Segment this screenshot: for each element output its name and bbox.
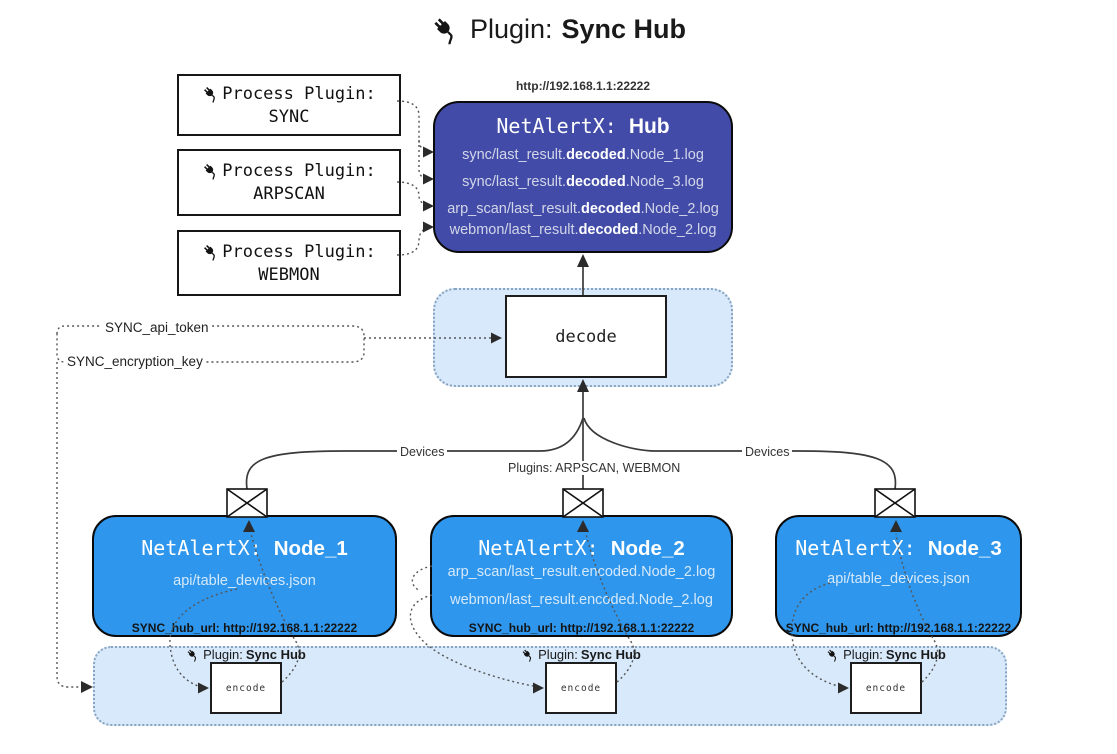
process-plugin-box-webmon: Process Plugin: WEBMON: [177, 230, 401, 296]
encode-box: encode: [850, 662, 922, 714]
sync-hub-url-label: SYNC_hub_url: http://192.168.1.1:22222: [131, 621, 358, 635]
sync-hub-url-label: SYNC_hub_url: http://192.168.1.1:22222: [785, 621, 1012, 635]
node-file-row: webmon/last_result.encoded.Node_2.log: [450, 592, 713, 608]
hub-file-row: sync/last_result.decoded.Node_1.log: [462, 147, 704, 163]
node-title: NetAlertX: Node_2: [478, 536, 685, 560]
process-plugin-box-sync: Process Plugin: SYNC: [177, 74, 401, 136]
hub-file-row: arp_scan/last_result.decoded.Node_2.log: [447, 201, 719, 217]
edge-label-devices-left: Devices: [397, 445, 448, 459]
edge-label-plugins: Plugins: ARPSCAN, WEBMON: [505, 461, 684, 475]
encode-box: encode: [545, 662, 617, 714]
key-label-encryption-key: SYNC_encryption_key: [64, 354, 206, 369]
node-title: NetAlertX: Node_1: [141, 536, 348, 560]
process-plugin-box-arpscan: Process Plugin: ARPSCAN: [177, 149, 401, 216]
encode-box: encode: [210, 662, 282, 714]
node-box-node-2: NetAlertX: Node_2 arp_scan/last_result.e…: [430, 515, 733, 637]
plug-icon: [521, 648, 535, 662]
sync-hub-url-label: SYNC_hub_url: http://192.168.1.1:22222: [468, 621, 695, 635]
plug-icon: [202, 243, 220, 261]
node-file-row: api/table_devices.json: [827, 571, 970, 587]
envelope-icon: [226, 488, 268, 518]
process-plugin-name: SYNC: [268, 106, 310, 127]
key-label-api-token: SYNC_api_token: [102, 320, 212, 335]
plug-icon: [826, 648, 840, 662]
diagram-title-prefix: Plugin:: [469, 14, 553, 44]
decode-box: decode: [505, 295, 667, 378]
process-plugin-name: ARPSCAN: [253, 184, 325, 204]
node-title: NetAlertX: Node_3: [795, 536, 1002, 560]
plug-icon: [202, 85, 220, 103]
envelope-icon: [562, 488, 604, 518]
edge-label-devices-right: Devices: [742, 445, 793, 459]
process-plugin-label: Process Plugin:: [222, 83, 376, 104]
node-file-row: arp_scan/last_result.encoded.Node_2.log: [447, 564, 716, 580]
hub-file-row: webmon/last_result.decoded.Node_2.log: [449, 222, 717, 238]
encoder-label: Plugin:Sync Hub: [806, 647, 966, 662]
hub-title-name: Hub: [628, 115, 670, 138]
hub-box: NetAlertX: Hub sync/last_result.decoded.…: [433, 101, 733, 253]
encoder-label: Plugin:Sync Hub: [166, 647, 326, 662]
diagram-title: Plugin: Sync Hub: [0, 14, 1117, 45]
diagram-title-name: Sync Hub: [561, 14, 687, 44]
encoder-label: Plugin:Sync Hub: [501, 647, 661, 662]
hub-url-label: http://192.168.1.1:22222: [515, 79, 651, 93]
node-box-node-1: NetAlertX: Node_1 api/table_devices.json…: [92, 515, 397, 637]
process-plugin-label: Process Plugin:: [222, 241, 376, 262]
process-plugin-label: Process Plugin:: [222, 161, 376, 181]
plug-icon: [186, 648, 200, 662]
hub-title-prefix: NetAlertX:: [496, 114, 629, 138]
plug-icon: [431, 15, 461, 45]
hub-file-row: sync/last_result.decoded.Node_3.log: [462, 174, 704, 190]
plug-icon: [202, 162, 220, 180]
envelope-icon: [874, 488, 916, 518]
node-box-node-3: NetAlertX: Node_3 api/table_devices.json…: [775, 515, 1022, 637]
process-plugin-name: WEBMON: [258, 264, 320, 285]
node-file-row: api/table_devices.json: [173, 573, 316, 589]
hub-title: NetAlertX: Hub: [435, 114, 731, 139]
